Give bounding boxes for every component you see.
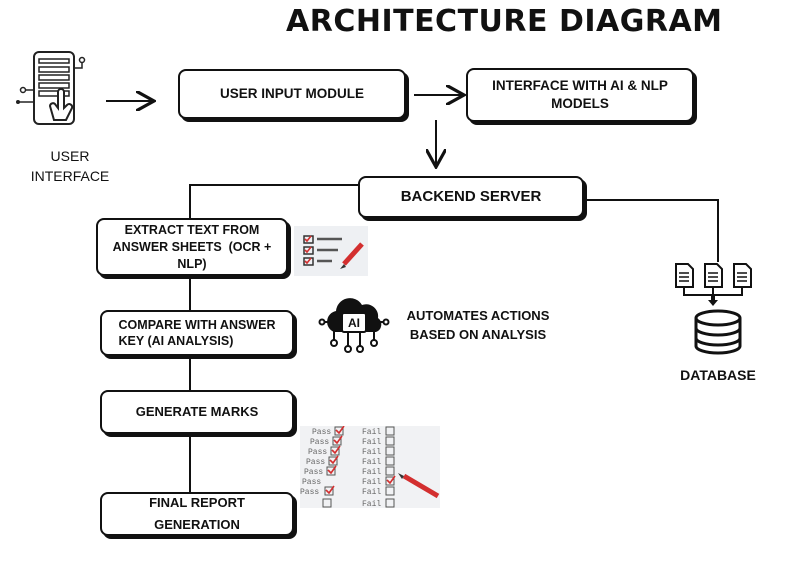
ai-nlp-interface-box: INTERFACE WITH AI & NLP MODELS [466, 68, 694, 122]
ai-note-line1: AUTOMATES ACTIONS [406, 308, 550, 323]
user-interface-line2: INTERFACE [30, 168, 110, 184]
database-icon [670, 260, 770, 360]
touch-phone-icon [14, 50, 94, 136]
pass-text: Pass [300, 488, 319, 497]
user-interface-line1: USER [50, 148, 90, 164]
final-report-box: FINAL REPORT GENERATION [100, 492, 294, 536]
fail-text: Fail [362, 468, 381, 477]
user-interface-label: USER INTERFACE [20, 146, 120, 186]
compare-line2: KEY (AI ANALYSIS) [118, 334, 234, 348]
pass-text: Pass [306, 458, 325, 467]
user-input-module-label: USER INPUT MODULE [219, 86, 364, 101]
fail-text: Fail [362, 458, 381, 467]
ai-nlp-line1: INTERFACE WITH AI & NLP [492, 78, 668, 93]
user-input-module-box: USER INPUT MODULE [178, 69, 406, 119]
generate-marks-label: GENERATE MARKS [135, 404, 259, 419]
ai-note-label: AUTOMATES ACTIONS BASED ON ANALYSIS [398, 306, 558, 344]
extract-line2: ANSWER SHEETS (OCR + [112, 239, 272, 254]
extract-line1: EXTRACT TEXT FROM [124, 222, 260, 237]
extract-text-box: EXTRACT TEXT FROM ANSWER SHEETS (OCR + N… [96, 218, 288, 276]
pass-fail-checklist-icon: Pass Pass Pass Pass Pass Pass Pass Fail … [300, 426, 440, 508]
line-backend-to-pipeline [189, 184, 358, 218]
report-line1: FINAL REPORT [149, 495, 245, 510]
report-line2: GENERATION [154, 517, 240, 532]
backend-server-label: BACKEND SERVER [400, 188, 542, 205]
database-label: DATABASE [680, 367, 756, 383]
fail-text: Fail [362, 488, 381, 497]
document-pen-icon [294, 226, 368, 276]
diagram-title: ARCHITECTURE DIAGRAM [286, 4, 723, 39]
pass-text: Pass [302, 478, 321, 487]
pass-text: Pass [304, 468, 323, 477]
ai-cloud-icon: AI [318, 292, 390, 356]
pass-text: Pass [310, 438, 329, 447]
line-backend-to-database [584, 199, 719, 262]
ai-nlp-line2: MODELS [551, 96, 609, 111]
generate-marks-box: GENERATE MARKS [100, 390, 294, 434]
pass-text: Pass [308, 448, 327, 457]
ai-chip-text: AI [348, 316, 360, 330]
extract-line3: NLP) [177, 256, 207, 271]
fail-text: Fail [362, 478, 381, 487]
compare-line1: COMPARE WITH ANSWER [118, 318, 276, 332]
fail-text: Fail [362, 428, 381, 437]
backend-server-box: BACKEND SERVER [358, 176, 584, 218]
compare-answer-key-box: COMPARE WITH ANSWER KEY (AI ANALYSIS) [100, 310, 294, 356]
fail-text: Fail [362, 438, 381, 447]
pass-text: Pass [312, 428, 331, 437]
fail-text: Fail [362, 500, 381, 508]
fail-text: Fail [362, 448, 381, 457]
ai-note-line2: BASED ON ANALYSIS [409, 327, 547, 342]
